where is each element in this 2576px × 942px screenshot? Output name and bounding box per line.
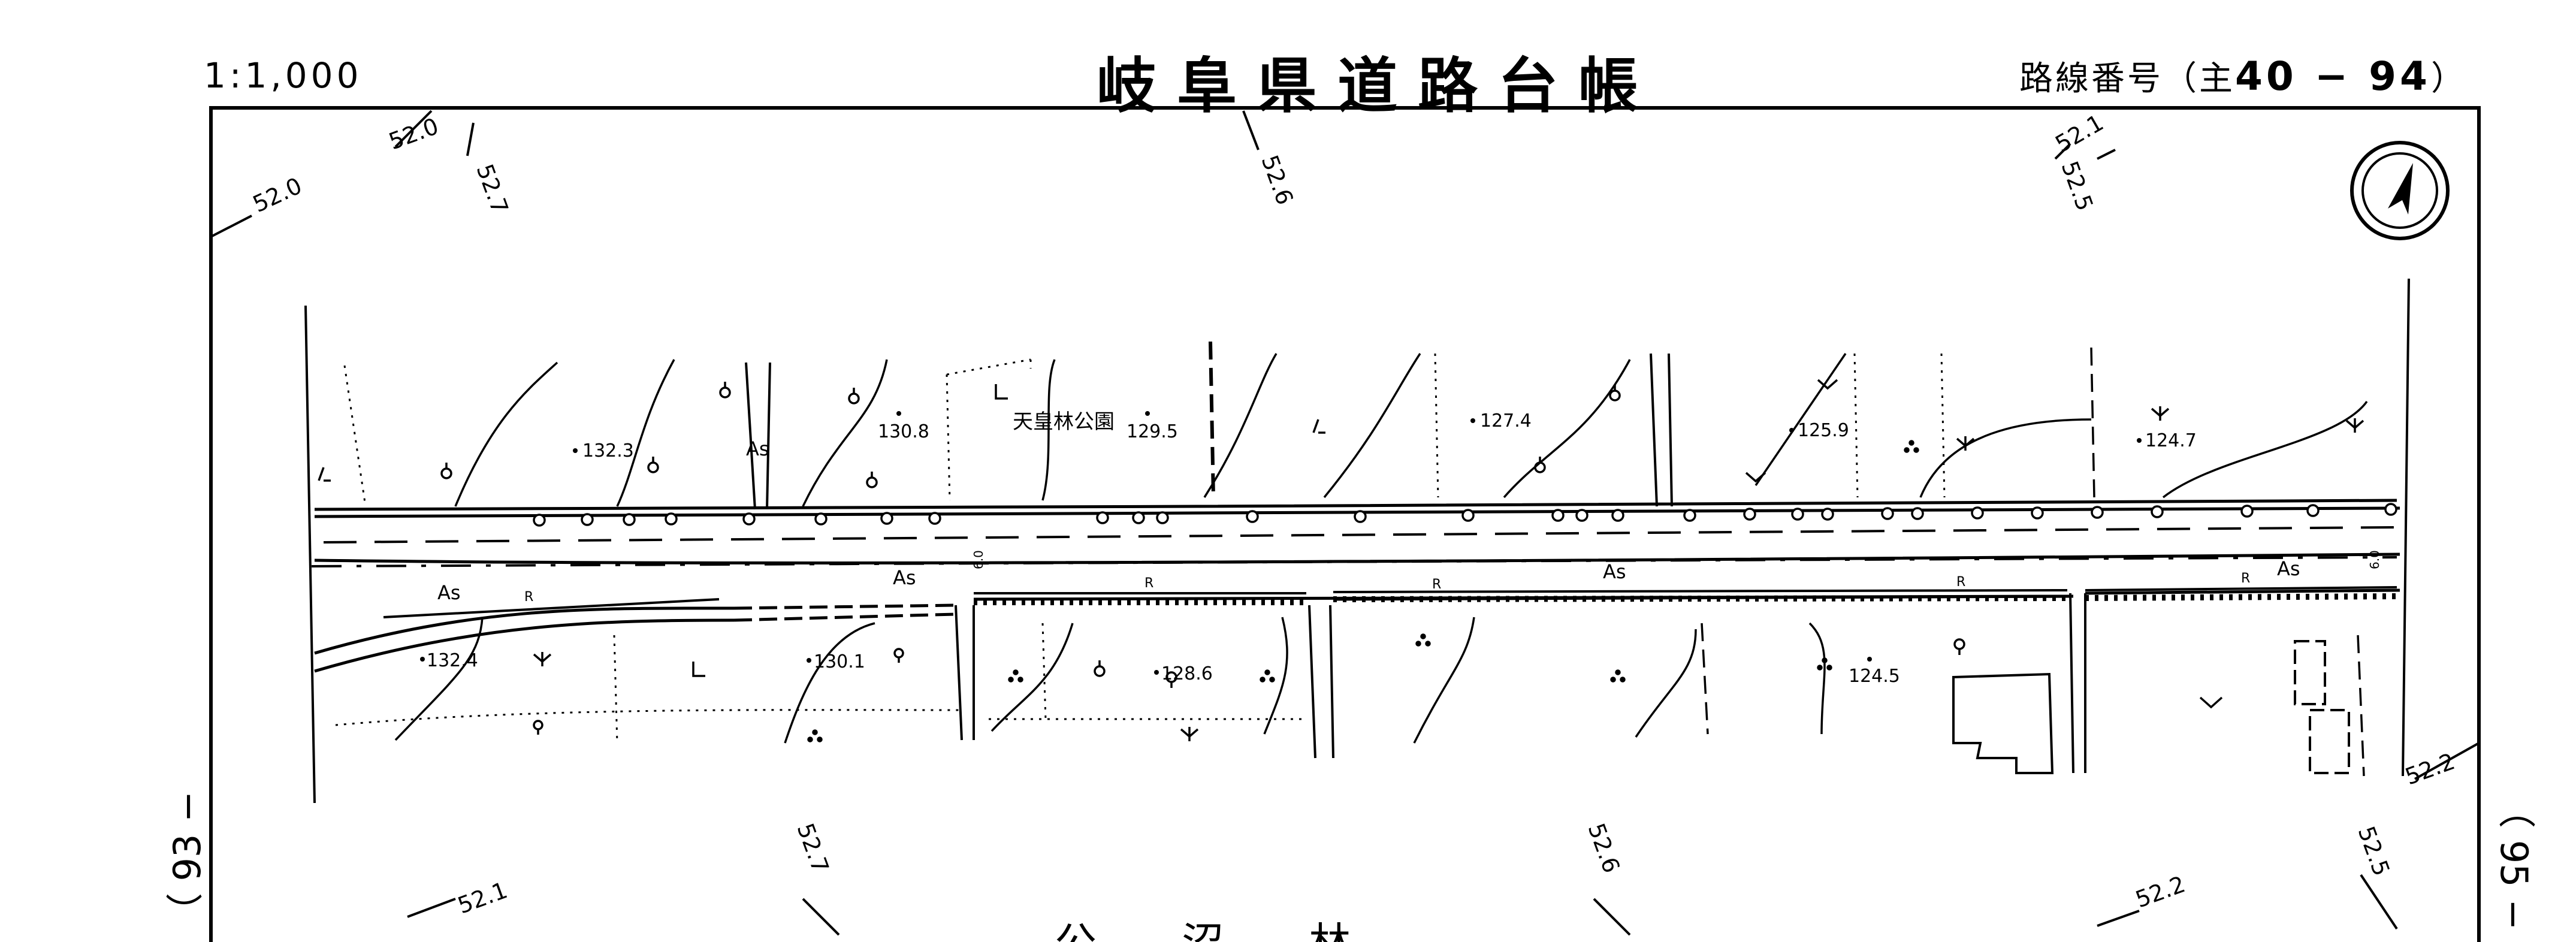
contour-label: 52.0: [385, 113, 442, 155]
deciduous-tree-icon: [866, 472, 878, 488]
mulberry-icon: [995, 384, 1008, 400]
spot-height: 128.6: [1161, 663, 1213, 684]
rice-field-icon: [1745, 472, 1766, 483]
orchard-icon: [1953, 638, 1965, 655]
retaining-wall-label: R: [1956, 575, 1965, 590]
deciduous-tree-icon: [1094, 660, 1106, 677]
lane-markings: [311, 526, 2397, 567]
route-label: 路線番号（主: [2019, 59, 2235, 98]
contour-label: 52.5: [2353, 823, 2395, 880]
contour-label: 52.2: [2132, 871, 2189, 913]
field-icon: [1904, 440, 1919, 453]
rice-field-icon: [1817, 379, 1838, 390]
adjacent-sheet-right: （ 95 −: [2492, 791, 2536, 931]
contour-label: 52.6: [1583, 820, 1625, 877]
bottom-cut-text: 公 沼 林: [1055, 919, 1387, 942]
deciduous-tree-icon: [1609, 385, 1621, 401]
spot-height: 127.4: [1480, 410, 1532, 431]
map-scale: 1:1,000: [204, 55, 363, 96]
spot-height: 124.7: [2145, 430, 2197, 451]
field-icon: [1817, 657, 1832, 671]
width-mark: 6.0: [971, 550, 986, 569]
map-frame: [209, 106, 2481, 942]
contour-label: 52.6: [1257, 152, 1298, 209]
spot-heights: 132.3 130.8 129.5 127.4 125.9 124.7 132.…: [420, 410, 2197, 687]
dashed-boundaries: [1209, 341, 2365, 777]
contour-label: 52.5: [2056, 158, 2098, 215]
field-icon: [1008, 669, 1023, 683]
map-title: 岐阜県道路台帳: [1097, 51, 1659, 121]
grass-icon: [533, 652, 552, 666]
deciduous-tree-icon: [848, 388, 860, 404]
contour-label: 52.0: [249, 173, 306, 218]
adjacent-sheet-left: （ 93 −: [165, 791, 209, 931]
width-mark: 6.0: [2367, 550, 2382, 569]
retaining-wall-label: R: [524, 590, 533, 605]
retaining-wall-label: R: [2241, 571, 2250, 586]
contour-label: 52.1: [454, 877, 511, 919]
road-surface-label: As: [2277, 557, 2300, 580]
orchard-icon: [533, 720, 543, 735]
retaining-wall-label: R: [1144, 576, 1153, 591]
route-close: ）: [2430, 59, 2467, 98]
terrain-lines: [394, 353, 2368, 744]
route-number: 路線番号（主40 − 94）: [2019, 52, 2467, 100]
road-surface-label: As: [746, 437, 769, 460]
deciduous-tree-icon: [719, 382, 731, 398]
road-annotations: As As As As As R R R R R 6.0 6.0 天皇林公園: [437, 410, 2382, 605]
wasteland-icon: [1312, 419, 1325, 434]
spot-height: 125.9: [1798, 420, 1849, 441]
mulberry-icon: [692, 662, 705, 677]
contour-ticks: [210, 110, 2480, 936]
contour-label: 52.7: [472, 161, 514, 218]
retaining-walls: [383, 586, 2397, 618]
field-icon: [1415, 633, 1431, 647]
road-surface-label: As: [893, 566, 916, 589]
spot-height: 130.1: [814, 651, 865, 672]
deciduous-tree-icon: [440, 463, 452, 479]
roadside-trees: [533, 503, 2397, 527]
building: [2294, 640, 2326, 705]
contour-label: 52.1: [2051, 109, 2108, 157]
grass-icon: [2151, 406, 2170, 421]
orchard-icon: [1165, 671, 1177, 688]
spot-height: 132.3: [582, 440, 634, 461]
contour-label: 52.7: [792, 820, 834, 877]
route-number-value: 40 − 94: [2235, 53, 2431, 99]
grass-icon: [2345, 418, 2364, 433]
field-icon: [807, 729, 823, 742]
contour-label: 52.2: [2402, 748, 2459, 790]
rice-field-icon: [2199, 696, 2223, 709]
spot-height: 124.5: [1849, 666, 1900, 687]
grass-icon: [1956, 436, 1975, 451]
wasteland-icon: [318, 467, 331, 482]
grass-icon: [1180, 727, 1199, 741]
building: [1952, 672, 2054, 774]
map-symbols: [318, 379, 2364, 742]
park-label: 天皇林公園: [1013, 410, 1115, 434]
parcel-lines: [335, 353, 1946, 744]
north-arrow-icon: [2350, 141, 2450, 240]
spot-height: 130.8: [878, 421, 929, 442]
orchard-icon: [893, 648, 904, 663]
road-surface-label: As: [1603, 560, 1626, 583]
field-icon: [1610, 669, 1626, 683]
road-edges: [314, 499, 2400, 673]
road-surface-label: As: [437, 581, 461, 604]
field-icon: [1260, 669, 1275, 683]
retaining-wall-label: R: [1432, 577, 1441, 592]
spot-height: 129.5: [1127, 421, 1178, 442]
deciduous-tree-icon: [1534, 457, 1546, 473]
plan-boundaries: [304, 278, 2410, 804]
spot-height: 132.4: [427, 650, 478, 671]
buildings: [1952, 640, 2350, 774]
building: [2309, 709, 2350, 774]
deciduous-tree-icon: [647, 457, 659, 473]
